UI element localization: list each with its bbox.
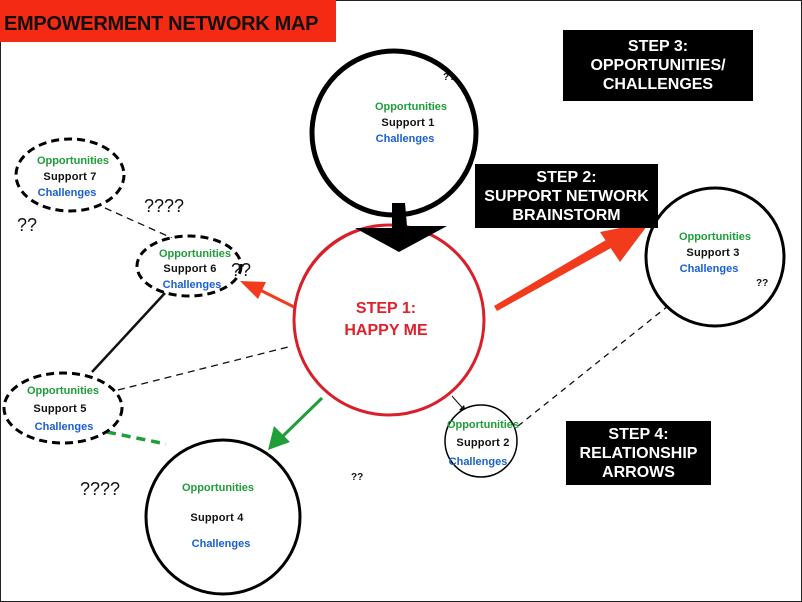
step3-box: STEP 3: OPPORTUNITIES/ CHALLENGES [563, 30, 753, 101]
support2-challenges-label: Challenges [449, 456, 508, 468]
green-arrowhead-support4 [268, 426, 290, 450]
support5-ellipse[interactable] [2, 371, 124, 445]
step4-box: STEP 4: RELATIONSHIP ARROWS [566, 421, 711, 485]
step3-line3: CHALLENGES [602, 76, 714, 93]
support6-opportunities-label: Opportunities [159, 248, 231, 260]
question-marks-support6: ?? [231, 260, 251, 280]
step2-box: STEP 2: SUPPORT NETWORK BRAINSTORM [475, 164, 658, 228]
question-marks-left-top: ?? [17, 215, 37, 235]
support1-name-label: Support 1 [381, 117, 434, 129]
step3-line2: OPPORTUNITIES/ [590, 57, 726, 74]
question-marks-support7-link: ???? [144, 196, 184, 216]
step2-line3: BRAINSTORM [512, 206, 621, 224]
dashed-link-support2-support3 [517, 305, 669, 427]
support5-challenges-label: Challenges [35, 421, 94, 433]
support3-opportunities-label: Opportunities [679, 231, 751, 243]
black-arrow-support1-to-center [355, 203, 447, 252]
support1-opportunities-label: Opportunities [375, 101, 447, 113]
support5-opportunities-label: Opportunities [27, 385, 99, 397]
support3-challenges-label: Challenges [680, 263, 739, 275]
question-marks-left-bottom: ???? [80, 479, 120, 499]
green-dashed-link-support5-support4 [106, 430, 167, 446]
question-marks-support3: ?? [756, 278, 768, 289]
support7-ellipse[interactable] [14, 137, 126, 213]
center-happy-me-label: HAPPY ME [344, 322, 428, 339]
solid-link-support6-support5 [91, 292, 166, 373]
support6-ellipse[interactable] [135, 234, 243, 298]
question-marks-center-bottom: ?? [351, 472, 363, 483]
step2-line2: SUPPORT NETWORK [484, 187, 649, 205]
support2-opportunities-label: Opportunities [447, 419, 519, 431]
step2-line1: STEP 2: [536, 168, 597, 186]
support4-circle[interactable] [144, 438, 302, 596]
step3-line1: STEP 3: [627, 38, 689, 55]
support1-challenges-label: Challenges [376, 133, 435, 145]
center-ring-sketch-stroke [299, 225, 471, 291]
support2-name-label: Support 2 [456, 437, 509, 449]
support3-name-label: Support 3 [686, 247, 739, 259]
support6-challenges-label: Challenges [163, 279, 222, 291]
red-arrowhead-support6 [240, 281, 266, 299]
dashed-link-support7-support6 [104, 207, 173, 239]
step4-line1: STEP 4: [608, 425, 669, 443]
red-arrow-shaft-to-support3 [494, 240, 611, 311]
support7-challenges-label: Challenges [38, 187, 97, 199]
support7-opportunities-label: Opportunities [37, 155, 109, 167]
step4-line2: RELATIONSHIP [579, 444, 698, 462]
support2-circle[interactable] [444, 404, 518, 478]
support7-name-label: Support 7 [43, 171, 96, 183]
support4-name-label: Support 4 [190, 512, 244, 524]
support4-challenges-label: Challenges [192, 538, 251, 550]
green-arrow-shaft-to-support4 [281, 396, 324, 438]
dashed-link-support5-center [117, 345, 293, 391]
title-banner: EMPOWERMENT NETWORK MAP [0, 0, 336, 42]
map-title: EMPOWERMENT NETWORK MAP [4, 13, 319, 35]
support5-name-label: Support 5 [33, 403, 86, 415]
center-step1-label: STEP 1: [356, 300, 416, 317]
step4-line3: ARROWS [602, 463, 675, 481]
red-arrowhead-support3 [600, 222, 650, 262]
question-marks-support1: ?? [443, 72, 455, 83]
center-happy-me-circle[interactable] [292, 223, 486, 417]
support6-name-label: Support 6 [163, 263, 216, 275]
support4-opportunities-label: Opportunities [182, 482, 254, 494]
support3-circle[interactable] [644, 186, 786, 328]
red-arrow-shaft-to-support6 [257, 287, 295, 309]
